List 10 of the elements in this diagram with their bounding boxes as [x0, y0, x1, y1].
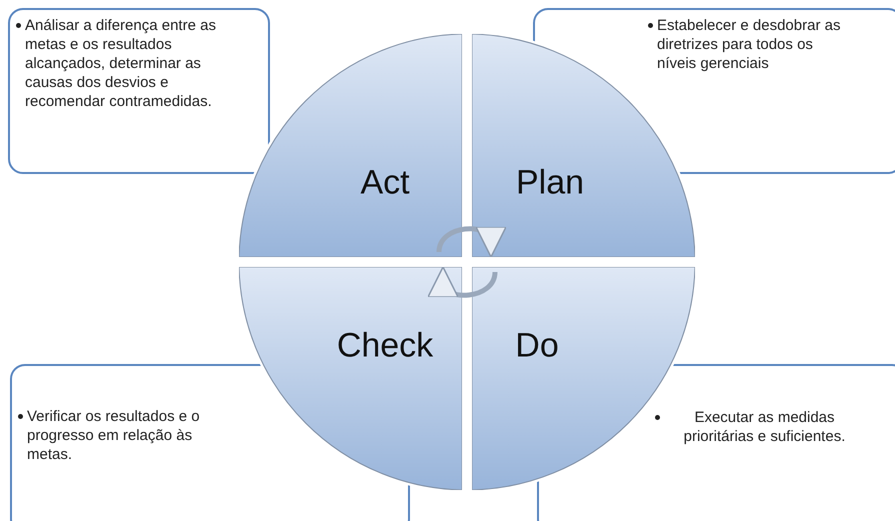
- bullet-text: Executar as medidas prioritárias e suficientes.: [682, 408, 846, 446]
- bullet-text: Estabelecer e desdobrar as diretrizes para todos os níveis gerenciais: [657, 16, 842, 73]
- quadrant-label: Plan: [516, 164, 584, 202]
- cycle-arrow: [436, 223, 504, 258]
- bullet-text: Verificar os resultados e o progresso em relação às metas.: [27, 407, 201, 464]
- bullet-text: Análisar a diferença entre as metas e os resultados alcançados, determinar as causas dos desvios e recomendar contramedidas.: [25, 16, 217, 111]
- quadrant-label: Act: [360, 164, 410, 202]
- cycle-arrow: [430, 266, 498, 301]
- quadrant-label: Do: [515, 326, 559, 366]
- quadrant-label: Check: [336, 326, 434, 366]
